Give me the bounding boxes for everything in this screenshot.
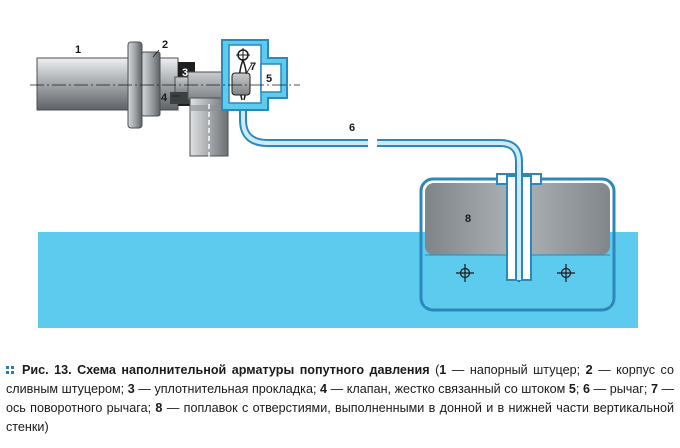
caption-sep: ; [575, 382, 580, 396]
caption-close: ) [44, 420, 49, 434]
caption-dash: — [598, 363, 611, 377]
label-4: 4 [161, 92, 168, 104]
caption-item-num: 5 [568, 382, 576, 396]
caption-item-num: 8 [155, 401, 163, 415]
caption-item-num: 4 [320, 382, 328, 396]
float-hole-right [557, 264, 575, 282]
caption-open: ( [435, 363, 440, 377]
caption-sep: ; [643, 382, 648, 396]
fill-valve-diagram: 1 2 3 4 5 6 7 8 [30, 39, 638, 328]
caption-sep: ; [312, 382, 317, 396]
figure-caption: Рис. 13. Схема наполнительной арматуры п… [6, 361, 674, 437]
caption-item-text: рычаг [609, 382, 644, 396]
caption-dash: — [330, 382, 344, 396]
caption-dash: — [593, 382, 607, 396]
caption-item-num: 3 [127, 382, 135, 396]
caption-dash: — [451, 363, 465, 377]
label-2: 2 [162, 39, 168, 51]
caption-dash: — [166, 401, 180, 415]
caption-sep: ; [576, 363, 581, 377]
caption-title: Схема наполнительной арматуры попутного … [77, 363, 430, 377]
caption-dash: — [138, 382, 151, 396]
label-5: 5 [266, 73, 272, 85]
caption-sep: ; [147, 401, 152, 415]
float-hole-left [456, 264, 474, 282]
leader-lines [152, 49, 253, 97]
valve-body [187, 39, 288, 158]
caption-figure-ref: Рис. 13. [22, 363, 72, 377]
caption-item-text: поплавок с отверстиями, выполненными в д… [6, 401, 675, 434]
lever-rod [239, 100, 523, 280]
label-1: 1 [75, 44, 81, 56]
label-8: 8 [465, 213, 471, 225]
caption-item-text: ось поворотного рычага [6, 401, 148, 415]
caption-item-text: напорный штуцер [469, 363, 577, 377]
caption-dash: — [661, 382, 675, 396]
caption-item-num: 7 [650, 382, 658, 396]
caption-item-text: корпус со сливным штуцером [6, 363, 674, 396]
caption-item-num: 6 [582, 382, 590, 396]
caption-sep: ; [120, 382, 125, 396]
caption-item-text: клапан, жестко связанный со штоком [346, 382, 566, 396]
caption-bullet-icon [6, 366, 16, 375]
caption-item-num: 2 [585, 363, 593, 377]
pressure-fitting [36, 41, 179, 129]
label-7: 7 [250, 61, 256, 73]
caption-item-text: уплотнительная прокладка [154, 382, 313, 396]
label-6: 6 [349, 122, 355, 134]
caption-item-num: 1 [439, 363, 447, 377]
label-3: 3 [182, 67, 188, 79]
